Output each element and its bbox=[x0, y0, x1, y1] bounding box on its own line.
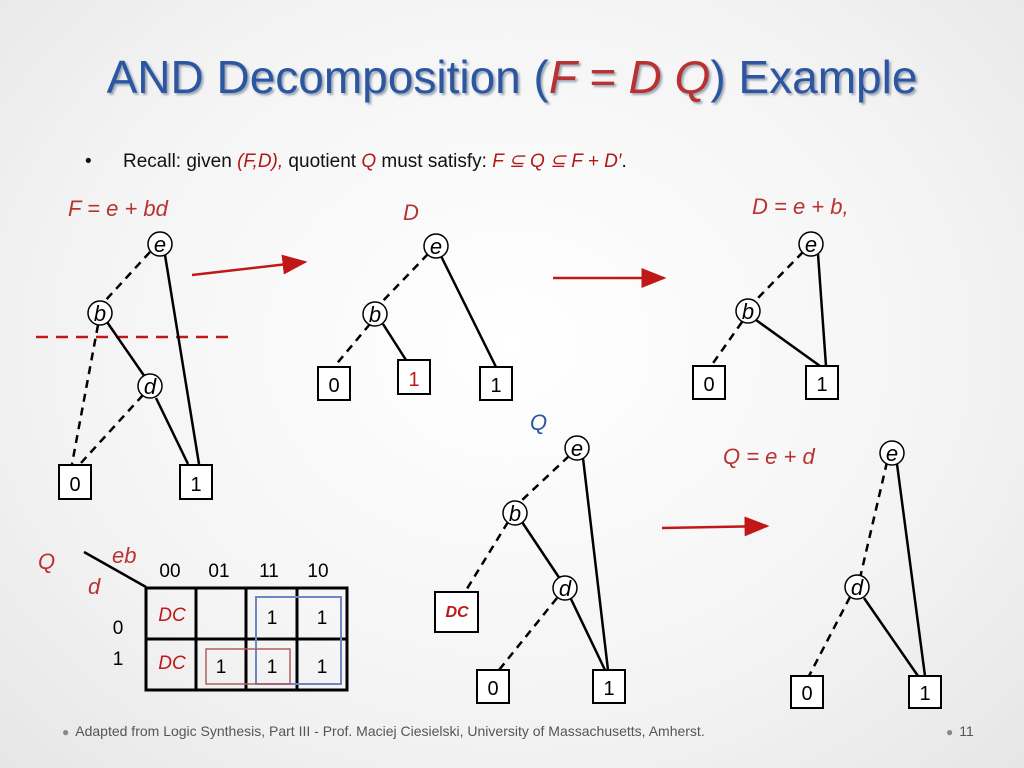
kmap-cell: 1 bbox=[216, 657, 227, 678]
recall-bullet: • Recall: given (F,D), quotient Q must sa… bbox=[85, 150, 627, 173]
page-number: ● 11 bbox=[946, 723, 974, 739]
arrow-1 bbox=[191, 254, 308, 277]
footer-bullet: ● bbox=[62, 725, 70, 739]
node-e: e bbox=[805, 232, 817, 257]
kmap-col-header: 01 bbox=[208, 561, 229, 582]
kmap-cell: 1 bbox=[317, 608, 328, 629]
label-d-eq: D = e + b, bbox=[752, 194, 849, 219]
terminal-1: 1 bbox=[490, 375, 501, 397]
kmap-cell: DC bbox=[158, 653, 186, 674]
kmap-col-header: 11 bbox=[259, 561, 279, 582]
node-d: d bbox=[851, 575, 864, 600]
bullet-text-7: . bbox=[621, 151, 627, 172]
terminal-1: 1 bbox=[603, 678, 614, 700]
bullet-text-6: F ⊆ Q ⊆ F + D′ bbox=[492, 151, 622, 172]
kmap-col-header: 00 bbox=[159, 561, 180, 582]
bullet-text-1: Recall: given bbox=[123, 151, 238, 172]
footer: ● Adapted from Logic Synthesis, Part III … bbox=[62, 723, 705, 739]
kmap-cell: DC bbox=[158, 605, 186, 626]
kmap-cell: 1 bbox=[267, 608, 278, 629]
label-d: D bbox=[403, 200, 419, 225]
bdd-f: e b d 0 1 bbox=[58, 231, 213, 500]
node-e: e bbox=[430, 234, 442, 259]
node-d: d bbox=[144, 374, 157, 399]
label-q-eq: Q = e + d bbox=[723, 444, 815, 469]
karnaugh-map: Q eb d 00 01 11 10 0 1 DC 1 1 DC 1 1 1 bbox=[38, 543, 349, 692]
terminal-0: 0 bbox=[69, 474, 80, 496]
title-formula: F = D Q bbox=[548, 51, 711, 103]
bdd-q-result: e d 0 1 bbox=[790, 440, 942, 709]
kmap-group-red bbox=[205, 648, 291, 685]
kmap-row-header: 1 bbox=[113, 649, 124, 670]
kmap-group-blue bbox=[255, 596, 342, 685]
bullet-text-4: Q bbox=[361, 151, 377, 172]
footer-text: Adapted from Logic Synthesis, Part III -… bbox=[75, 723, 705, 739]
terminal-0: 0 bbox=[703, 374, 714, 396]
bullet-text-5: must satisfy: bbox=[376, 151, 493, 172]
kmap-function-label: Q bbox=[38, 549, 55, 574]
label-f-eq: F = e + bd bbox=[68, 196, 169, 221]
node-e: e bbox=[154, 232, 166, 257]
bullet-text-2: (F,D), bbox=[237, 151, 284, 172]
terminal-dc: DC bbox=[445, 604, 469, 621]
node-b: b bbox=[742, 299, 754, 324]
bullet-text-3: quotient bbox=[283, 151, 362, 172]
kmap-column-vars: eb bbox=[112, 543, 136, 568]
kmap-row-vars: d bbox=[88, 574, 101, 599]
terminal-0: 0 bbox=[328, 375, 339, 397]
page-number-bullet: ● bbox=[946, 725, 954, 739]
node-e: e bbox=[886, 441, 898, 466]
kmap-row-header: 0 bbox=[113, 618, 124, 639]
kmap-cell: 1 bbox=[317, 657, 328, 678]
node-b: b bbox=[369, 302, 381, 327]
terminal-1: 1 bbox=[816, 374, 827, 396]
node-b: b bbox=[94, 301, 106, 326]
kmap-col-header: 10 bbox=[307, 561, 328, 582]
label-q: Q bbox=[530, 410, 547, 435]
terminal-0: 0 bbox=[801, 683, 812, 705]
node-e: e bbox=[571, 436, 583, 461]
bdd-d-result: e b 0 1 bbox=[692, 231, 839, 400]
node-d: d bbox=[559, 576, 572, 601]
kmap-cell: 1 bbox=[267, 657, 278, 678]
title-suffix: ) Example bbox=[710, 51, 918, 103]
terminal-1-red: 1 bbox=[408, 369, 419, 391]
slide-title: AND Decomposition (F = D Q) Example bbox=[0, 50, 1024, 104]
title-prefix: AND Decomposition ( bbox=[106, 51, 549, 103]
node-b: b bbox=[509, 501, 521, 526]
kmap-corner-diagonal bbox=[83, 550, 147, 589]
page-number-value: 11 bbox=[959, 723, 974, 739]
terminal-1: 1 bbox=[190, 474, 201, 496]
bdd-d: e b 0 1 1 bbox=[317, 233, 513, 401]
bdd-q: e b d DC 0 1 bbox=[434, 435, 626, 704]
arrow-3 bbox=[661, 516, 770, 537]
terminal-0: 0 bbox=[487, 678, 498, 700]
terminal-1: 1 bbox=[919, 683, 930, 705]
bullet-dot: • bbox=[85, 151, 92, 172]
